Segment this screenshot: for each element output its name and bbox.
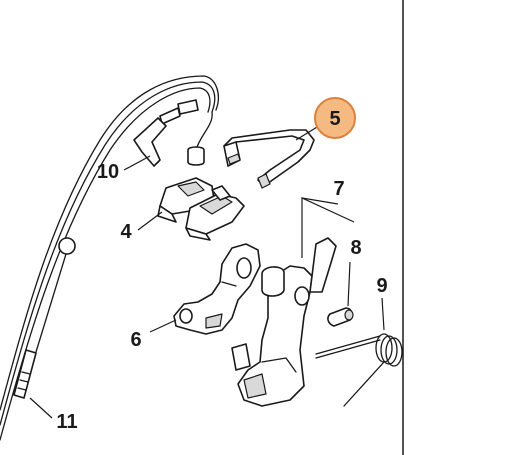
callout-7-label: 7 — [333, 178, 344, 200]
callout-9-label: 9 — [376, 275, 387, 297]
callout-5-label: 5 — [329, 108, 340, 130]
callout-5-highlight — [314, 97, 356, 139]
part-4-switch — [157, 177, 245, 241]
callout-11-label: 11 — [56, 411, 77, 433]
part-9-spring — [315, 333, 403, 407]
leader-lines — [29, 123, 385, 419]
callout-8-label: 8 — [350, 237, 361, 259]
part-6-lever — [173, 243, 261, 335]
part-7-trigger — [231, 237, 337, 407]
part-11-cable — [0, 75, 219, 441]
callout-5: 5 — [314, 97, 356, 139]
callout-10-label: 10 — [97, 161, 119, 183]
callout-4-label: 4 — [120, 221, 132, 243]
part-5-contact-spring — [223, 129, 315, 189]
part-8-pin — [327, 307, 354, 327]
part-10-wire — [133, 99, 213, 167]
callout-6-label: 6 — [130, 329, 141, 351]
